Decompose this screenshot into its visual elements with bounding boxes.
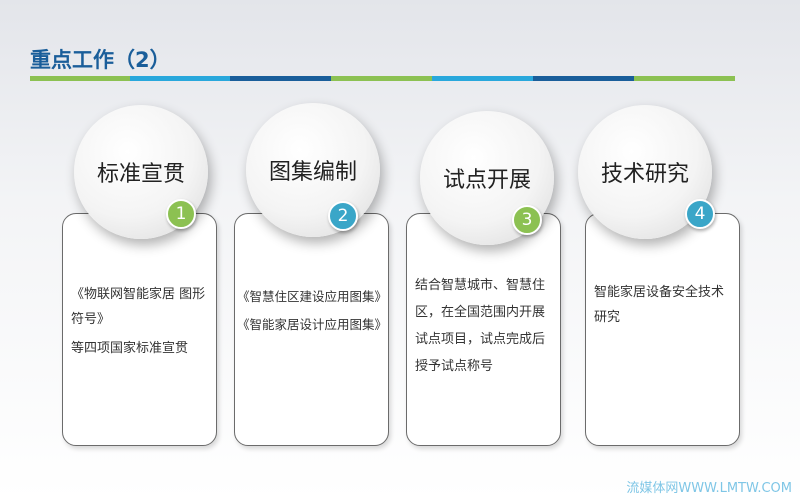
divider-segment	[533, 76, 634, 81]
divider-segment	[634, 76, 735, 81]
number-badge: 4	[685, 199, 715, 229]
watermark: 流媒体网WWW.LMTW.COM	[626, 481, 792, 496]
card-text: 结合智慧城市、智慧住区，在全国范围内开展试点项目，试点完成后授予试点称号	[415, 278, 546, 374]
circle-heading: 图集编制	[246, 103, 380, 237]
divider-segment	[230, 76, 331, 81]
card-technical-research: 智能家居设备安全技术研究	[585, 213, 740, 446]
card-text: 《智慧住区建设应用图集》	[237, 289, 388, 304]
card-text: 等四项国家标准宣贯	[71, 341, 189, 356]
card-text: 智能家居设备安全技术研究	[594, 285, 725, 325]
divider-segment	[432, 76, 533, 81]
number-badge: 1	[166, 199, 196, 229]
card-text: 《物联网智能家居 图形符号》	[71, 287, 206, 327]
number-badge: 2	[328, 201, 358, 231]
divider-segment	[130, 76, 230, 81]
number-badge: 3	[512, 205, 542, 235]
card-pilot-launch: 结合智慧城市、智慧住区，在全国范围内开展试点项目，试点完成后授予试点称号	[406, 213, 561, 446]
divider-segment	[30, 76, 130, 81]
divider-segment	[331, 76, 432, 81]
circle-heading: 标准宣贯	[74, 105, 208, 239]
page-title: 重点工作（2）	[30, 48, 171, 72]
card-text: 《智能家居设计应用图集》	[237, 317, 388, 332]
card-atlas-compilation: 《智慧住区建设应用图集》 《智能家居设计应用图集》	[234, 213, 389, 446]
card-standard-promotion: 《物联网智能家居 图形符号》 等四项国家标准宣贯	[62, 213, 217, 446]
